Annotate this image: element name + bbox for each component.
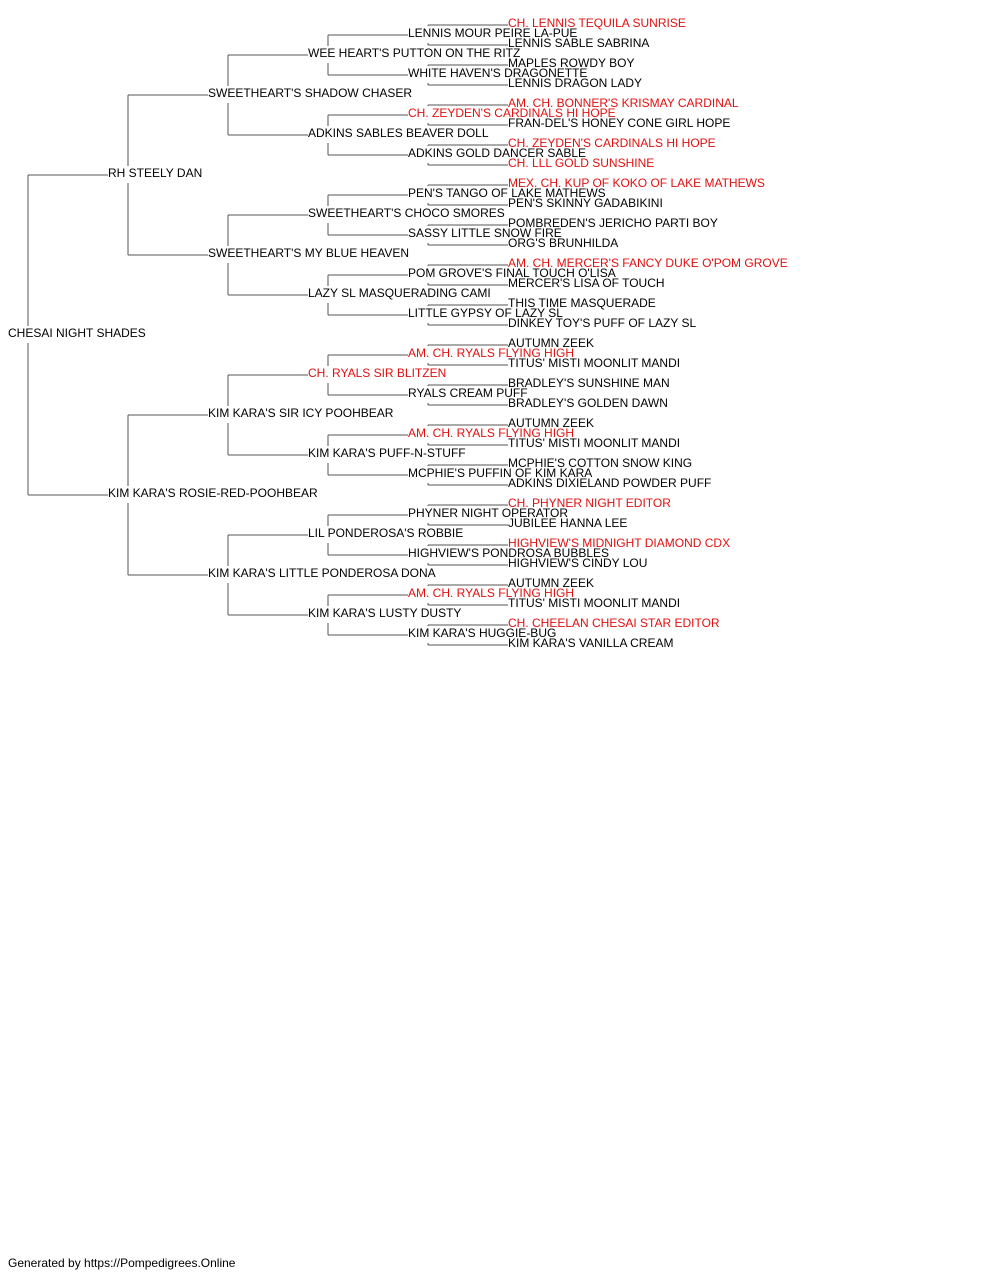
dog-name-sire-dam-dam-dam: LITTLE GYPSY OF LAZY SL	[408, 306, 563, 320]
dog-name-sire-sire-sire-dam-sire: MAPLES ROWDY BOY	[508, 56, 634, 70]
dog-name-dam-sire-sire-dam-sire: BRADLEY'S SUNSHINE MAN	[508, 376, 670, 390]
dog-name-sire-dam-dam: LAZY SL MASQUERADING CAMI	[308, 286, 491, 300]
dog-name-sire-sire-dam-dam-sire: CH. ZEYDEN'S CARDINALS HI HOPE	[508, 136, 716, 150]
dog-name-dam-sire-dam-dam-dam: ADKINS DIXIELAND POWDER PUFF	[508, 476, 711, 490]
dog-name-dam-sire-sire-sire-sire: AUTUMN ZEEK	[508, 336, 594, 350]
dog-name-dam-dam-sire-dam: HIGHVIEW'S PONDROSA BUBBLES	[408, 546, 609, 560]
dog-name-dam-dam-dam-sire: AM. CH. RYALS FLYING HIGH	[408, 586, 574, 600]
dog-name-dam-sire-dam-sire-dam: TITUS' MISTI MOONLIT MANDI	[508, 436, 680, 450]
dog-name-dam-dam-dam: KIM KARA'S LUSTY DUSTY	[308, 606, 461, 620]
dog-name-sire-sire-dam-sire: CH. ZEYDEN'S CARDINALS HI HOPE	[408, 106, 616, 120]
dog-name-dam-dam-dam-sire-dam: TITUS' MISTI MOONLIT MANDI	[508, 596, 680, 610]
dog-name-dam-sire-dam: KIM KARA'S PUFF-N-STUFF	[308, 446, 466, 460]
dog-name-dam-dam-sire-sire: PHYNER NIGHT OPERATOR	[408, 506, 568, 520]
dog-name-sire-dam-sire-sire: PEN'S TANGO OF LAKE MATHEWS	[408, 186, 606, 200]
dog-name-dam-sire-sire-sire: AM. CH. RYALS FLYING HIGH	[408, 346, 574, 360]
dog-name-dam-sire-dam-dam: MCPHIE'S PUFFIN OF KIM KARA	[408, 466, 592, 480]
dog-name-sire-sire-sire-sire: LENNIS MOUR PEIRE LA-PUE	[408, 26, 577, 40]
dog-name-sire-sire-dam-sire-sire: AM. CH. BONNER'S KRISMAY CARDINAL	[508, 96, 739, 110]
dog-name-sire-sire-sire-dam: WHITE HAVEN'S DRAGONETTE	[408, 66, 587, 80]
dog-name-sire-dam-dam-sire-sire: AM. CH. MERCER'S FANCY DUKE O'POM GROVE	[508, 256, 788, 270]
dog-name-dam-sire-dam-sire-sire: AUTUMN ZEEK	[508, 416, 594, 430]
footer-credit: Generated by https://Pompedigrees.Online	[8, 1256, 236, 1270]
dog-name-dam-dam-sire: LIL PONDEROSA'S ROBBIE	[308, 526, 463, 540]
dog-name-dam-dam-dam-dam-dam: KIM KARA'S VANILLA CREAM	[508, 636, 673, 650]
pedigree-labels: CHESAI NIGHT SHADES RH STEELY DAN SWEETHEA…	[8, 16, 788, 650]
dog-name-dam-dam-sire-dam-sire: HIGHVIEW'S MIDNIGHT DIAMOND CDX	[508, 536, 730, 550]
dog-name-dam-sire-sire-sire-dam: TITUS' MISTI MOONLIT MANDI	[508, 356, 680, 370]
dog-name-sire-sire-sire-sire-sire: CH. LENNIS TEQUILA SUNRISE	[508, 16, 686, 30]
dog-name-sire-sire-dam-dam: ADKINS GOLD DANCER SABLE	[408, 146, 586, 160]
dog-name-sire-dam: SWEETHEART'S MY BLUE HEAVEN	[208, 246, 409, 260]
dog-name-dam-dam-sire-sire-dam: JUBILEE HANNA LEE	[508, 516, 627, 530]
dog-name-sire-dam-dam-dam-dam: DINKEY TOY'S PUFF OF LAZY SL	[508, 316, 696, 330]
pedigree-connectors	[27, 24, 508, 646]
dog-name-dam-sire: KIM KARA'S SIR ICY POOHBEAR	[208, 406, 394, 420]
dog-name-dam: KIM KARA'S ROSIE-RED-POOHBEAR	[108, 486, 318, 500]
dog-name-sire-sire-dam-sire-dam: FRAN-DEL'S HONEY CONE GIRL HOPE	[508, 116, 730, 130]
dog-name-sire-dam-sire-sire-sire: MEX. CH. KUP OF KOKO OF LAKE MATHEWS	[508, 176, 765, 190]
dog-name-sire-dam-sire-dam-dam: ORG'S BRUNHILDA	[508, 236, 618, 250]
dog-name-subject: CHESAI NIGHT SHADES	[8, 326, 146, 340]
dog-name-dam-sire-sire-dam: RYALS CREAM PUFF	[408, 386, 528, 400]
dog-name-dam-dam-sire-dam-dam: HIGHVIEW'S CINDY LOU	[508, 556, 647, 570]
dog-name-dam-sire-sire: CH. RYALS SIR BLITZEN	[308, 366, 446, 380]
dog-name-sire-sire: SWEETHEART'S SHADOW CHASER	[208, 86, 412, 100]
dog-name-sire-sire-sire-sire-dam: LENNIS SABLE SABRINA	[508, 36, 649, 50]
dog-name-sire-dam-sire-sire-dam: PEN'S SKINNY GADABIKINI	[508, 196, 663, 210]
dog-name-sire: RH STEELY DAN	[108, 166, 202, 180]
dog-name-dam-sire-dam-sire: AM. CH. RYALS FLYING HIGH	[408, 426, 574, 440]
dog-name-sire-dam-sire: SWEETHEART'S CHOCO SMORES	[308, 206, 505, 220]
dog-name-dam-sire-dam-dam-sire: MCPHIE'S COTTON SNOW KING	[508, 456, 692, 470]
dog-name-dam-dam-dam-sire-sire: AUTUMN ZEEK	[508, 576, 594, 590]
dog-name-sire-dam-sire-dam: SASSY LITTLE SNOW FIRE	[408, 226, 562, 240]
dog-name-sire-dam-sire-dam-sire: POMBREDEN'S JERICHO PARTI BOY	[508, 216, 718, 230]
dog-name-sire-dam-dam-sire: POM GROVE'S FINAL TOUCH O'LISA	[408, 266, 616, 280]
dog-name-dam-dam: KIM KARA'S LITTLE PONDEROSA DONA	[208, 566, 436, 580]
dog-name-sire-dam-dam-sire-dam: MERCER'S LISA OF TOUCH	[508, 276, 665, 290]
dog-name-dam-sire-sire-dam-dam: BRADLEY'S GOLDEN DAWN	[508, 396, 668, 410]
dog-name-dam-dam-dam-dam-sire: CH. CHEELAN CHESAI STAR EDITOR	[508, 616, 720, 630]
dog-name-sire-sire-dam-dam-dam: CH. LLL GOLD SUNSHINE	[508, 156, 654, 170]
dog-name-dam-dam-dam-dam: KIM KARA'S HUGGIE-BUG	[408, 626, 556, 640]
dog-name-sire-sire-sire: WEE HEART'S PUTTON ON THE RITZ	[308, 46, 520, 60]
dog-name-sire-sire-dam: ADKINS SABLES BEAVER DOLL	[308, 126, 489, 140]
dog-name-sire-sire-sire-dam-dam: LENNIS DRAGON LADY	[508, 76, 642, 90]
dog-name-dam-dam-sire-sire-sire: CH. PHYNER NIGHT EDITOR	[508, 496, 671, 510]
dog-name-sire-dam-dam-dam-sire: THIS TIME MASQUERADE	[508, 296, 656, 310]
